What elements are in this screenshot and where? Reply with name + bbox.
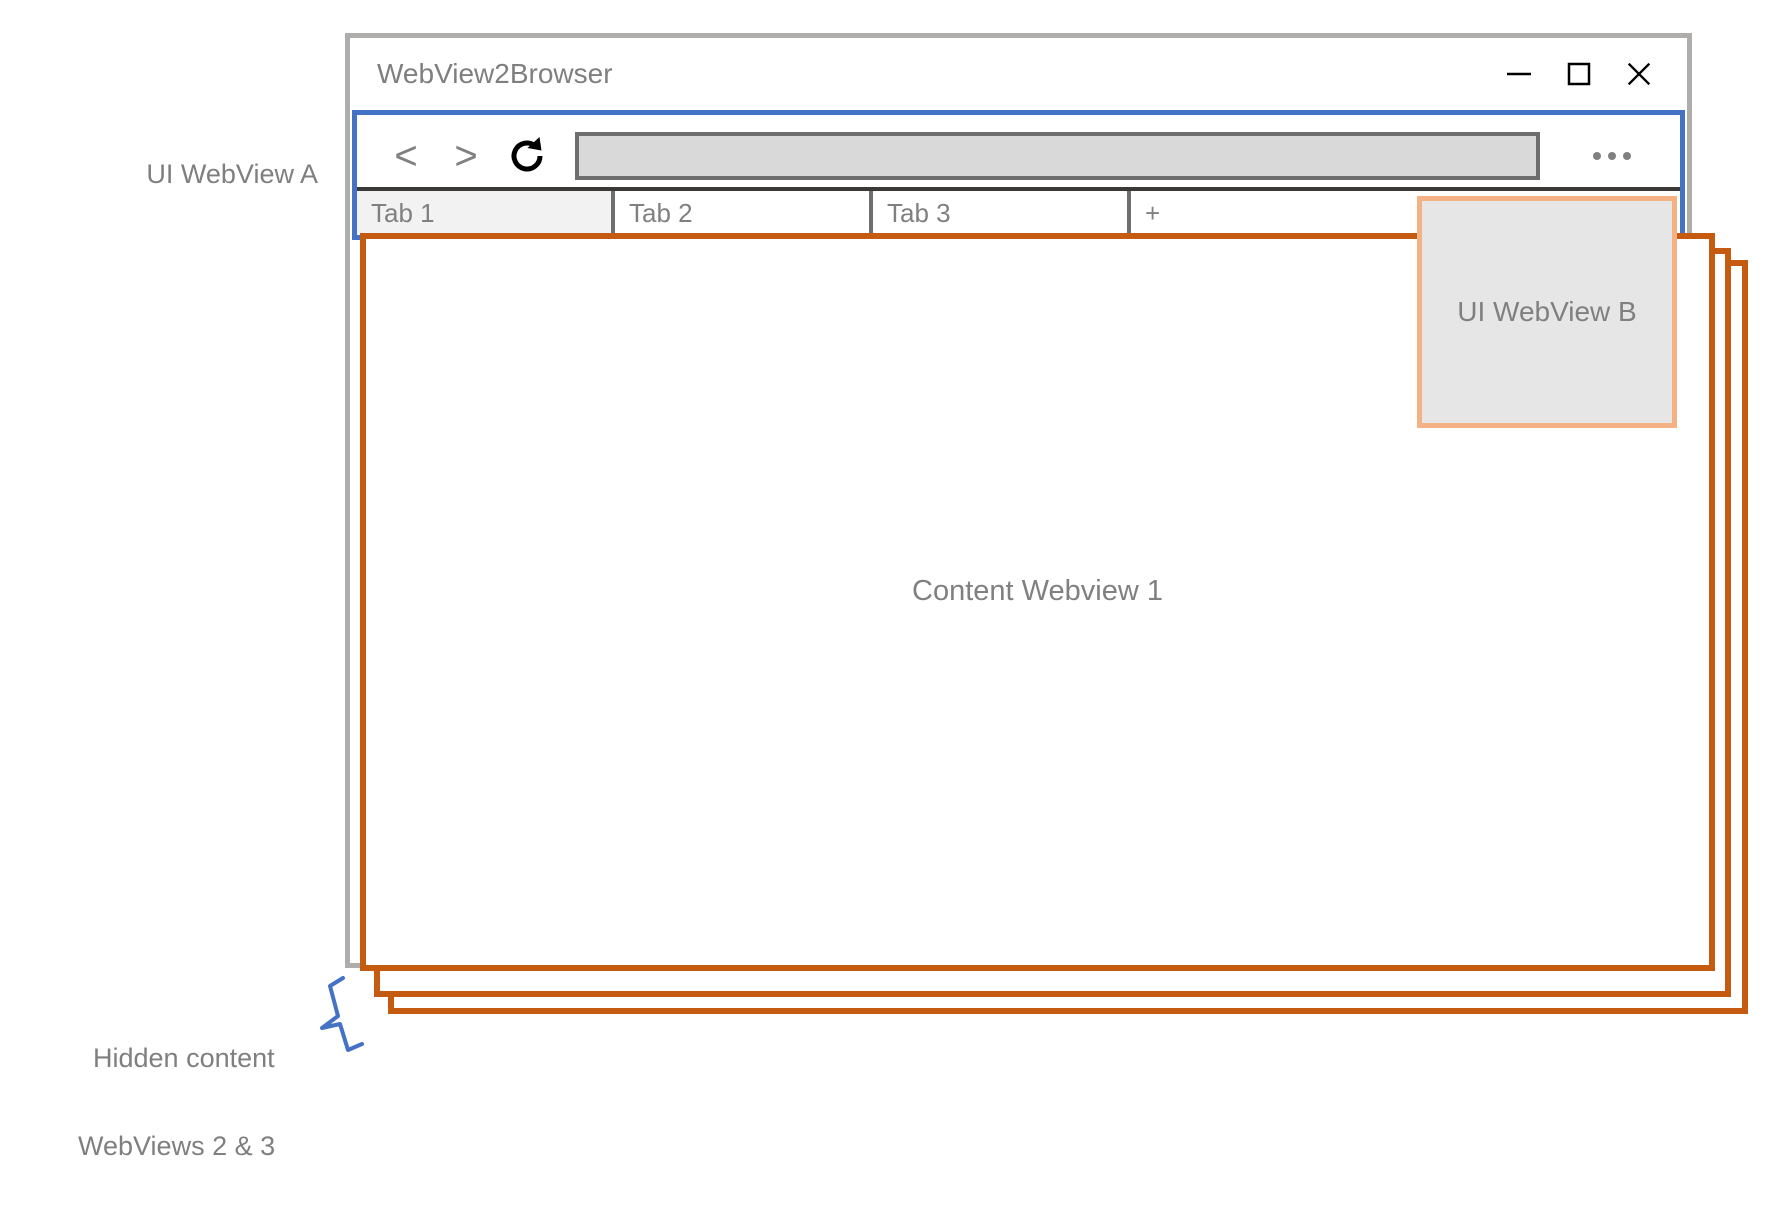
curly-brace-marker-icon — [320, 976, 364, 1052]
new-tab-label: + — [1145, 197, 1161, 228]
tab-2[interactable]: Tab 2 — [615, 191, 873, 235]
minimize-icon[interactable] — [1504, 59, 1534, 89]
address-input[interactable] — [575, 132, 1540, 180]
more-options-icon[interactable] — [1584, 136, 1640, 176]
reload-icon[interactable] — [505, 134, 549, 178]
tab-1[interactable]: Tab 1 — [357, 191, 615, 235]
back-icon[interactable]: < — [394, 134, 418, 178]
ui-webview-a-annotation-label: UI WebView A — [146, 159, 318, 189]
window-title: WebView2Browser — [377, 58, 613, 89]
content-webview-1-label: Content Webview 1 — [912, 574, 1163, 607]
close-icon[interactable] — [1624, 59, 1654, 89]
ui-webview-b-region: UI WebView B — [1417, 196, 1677, 428]
hidden-content-line-2: WebViews 2 & 3 — [78, 1131, 276, 1161]
more-dot-1 — [1593, 152, 1601, 160]
title-bar: WebView2Browser — [350, 38, 1687, 110]
tab-1-label: Tab 1 — [371, 197, 435, 228]
forward-icon[interactable]: > — [454, 134, 478, 178]
browser-toolbar: < > — [357, 115, 1680, 197]
tab-3-label: Tab 3 — [887, 197, 951, 228]
tab-2-label: Tab 2 — [629, 197, 693, 228]
tab-3[interactable]: Tab 3 — [873, 191, 1131, 235]
more-dot-2 — [1608, 152, 1616, 160]
maximize-icon[interactable] — [1564, 59, 1594, 89]
window-controls — [1504, 59, 1654, 89]
ui-webview-b-label: UI WebView B — [1457, 296, 1637, 327]
hidden-content-line-1: Hidden content — [93, 1043, 275, 1073]
more-dot-3 — [1623, 152, 1631, 160]
